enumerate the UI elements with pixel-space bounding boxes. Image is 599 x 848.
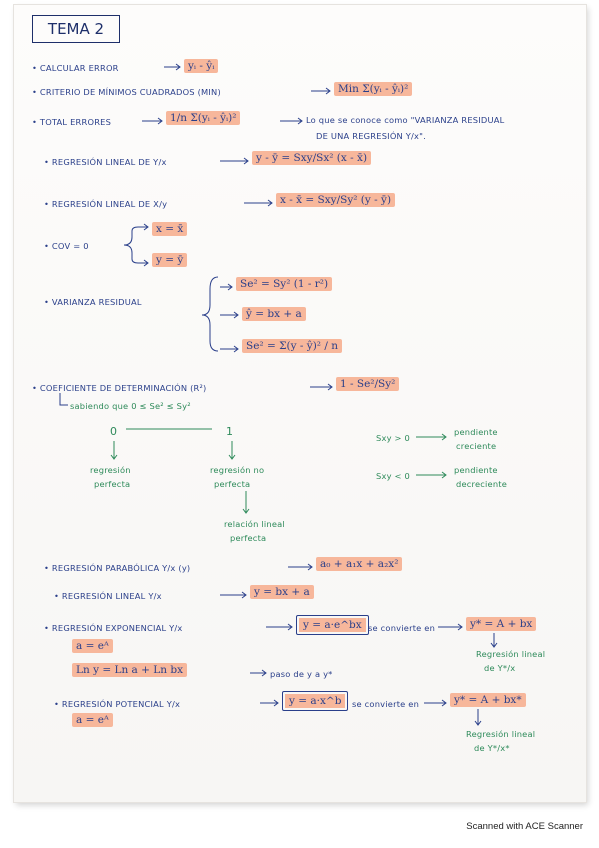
potencial-formula: y = a·x^b	[285, 694, 346, 708]
total-errores-note2: DE UNA REGRESIÓN Y/x".	[316, 131, 427, 141]
tree-one: 1	[226, 425, 234, 438]
exponencial-result: y* = A + bx	[466, 617, 537, 631]
potencial-note2: de Y*/x*	[474, 743, 510, 753]
coef-sub: sabiendo que 0 ≤ Se² ≤ Sy²	[70, 401, 191, 411]
varianza-formula-1: Se² = Sy² (1 - r²)	[236, 277, 333, 291]
ln-note: paso de y a y*	[270, 669, 333, 679]
exponencial-mid: se convierte en	[368, 623, 436, 633]
varianza-label: • VARIANZA RESIDUAL	[44, 297, 142, 307]
ln-formula: Ln y = Ln a + Ln bx	[72, 663, 187, 677]
tree-below2: perfecta	[230, 533, 267, 543]
hand-drawn-arrows	[59, 63, 498, 726]
pendiente-neg1: pendiente	[454, 465, 498, 475]
lineal-label: • REGRESIÓN LINEAL Y/x	[54, 591, 162, 601]
calcular-error-label: • CALCULAR ERROR	[32, 63, 119, 73]
potencial-note1: Regresión lineal	[466, 729, 536, 739]
potencial-formula-box: y = a·x^b	[282, 691, 349, 711]
potencial-a: a = eᴬ	[72, 713, 113, 727]
notebook-page: TEMA 2 • CALCULAR ERROR yᵢ - ŷᵢ • CRITER…	[14, 5, 586, 802]
total-errores-formula: 1/n Σ(yᵢ - ŷᵢ)²	[166, 111, 241, 125]
varianza-formula-3: Se² = Σ(y - ŷ)² / n	[242, 339, 342, 353]
tree-below1: relación lineal	[224, 519, 285, 529]
coef-label: • COEFICIENTE DE DETERMINACIÓN (R²)	[32, 383, 207, 393]
page-title: TEMA 2	[32, 15, 120, 43]
exponencial-note2: de Y*/x	[484, 663, 516, 673]
cov-formula-x: x = x̄	[152, 222, 188, 236]
potencial-mid: se convierte en	[352, 699, 420, 709]
exponencial-formula-box: y = a·e^bx	[296, 615, 369, 635]
criterio-label: • CRITERIO DE MÍNIMOS CUADRADOS (MIN)	[32, 87, 221, 97]
pendiente-pos2: creciente	[456, 441, 497, 451]
coef-formula: 1 - Se²/Sy²	[336, 377, 400, 391]
tree-left1: regresión	[90, 465, 131, 475]
regresion-yx-label: • REGRESIÓN LINEAL DE Y/x	[44, 157, 167, 167]
exponencial-label: • REGRESIÓN EXPONENCIAL Y/x	[44, 623, 183, 633]
exponencial-a: a = eᴬ	[72, 639, 113, 653]
scanner-watermark: Scanned with ACE Scanner	[466, 821, 583, 832]
varianza-formula-2: ŷ = bx + a	[242, 307, 306, 321]
tree-left2: perfecta	[94, 479, 131, 489]
tree-right1: regresión no	[210, 465, 265, 475]
exponencial-formula: y = a·e^bx	[299, 618, 366, 632]
pendiente-pos1: pendiente	[454, 427, 498, 437]
cov-formula-y: y = ȳ	[152, 253, 188, 267]
potencial-result: y* = A + bx*	[450, 693, 526, 707]
cov-label: • COV = 0	[44, 241, 89, 251]
parabolica-formula: a₀ + a₁x + a₂x²	[316, 557, 403, 571]
regresion-xy-formula: x - x̄ = Sxy/Sy² (y - ȳ)	[276, 193, 396, 207]
regresion-yx-formula: y - ȳ = Sxy/Sx² (x - x̄)	[252, 151, 372, 165]
pendiente-neg2: decreciente	[456, 479, 508, 489]
sxy-positive: Sxy > 0	[376, 433, 410, 443]
sxy-negative: Sxy < 0	[376, 471, 410, 481]
potencial-label: • REGRESIÓN POTENCIAL Y/x	[54, 699, 181, 709]
exponencial-note1: Regresión lineal	[476, 649, 546, 659]
regresion-xy-label: • REGRESIÓN LINEAL DE X/y	[44, 199, 168, 209]
parabolica-label: • REGRESIÓN PARABÓLICA Y/x (y)	[44, 563, 191, 573]
calcular-error-formula: yᵢ - ŷᵢ	[184, 59, 219, 73]
tree-right2: perfecta	[214, 479, 251, 489]
criterio-formula: Min Σ(yᵢ - ŷᵢ)²	[334, 82, 413, 96]
total-errores-label: • TOTAL ERRORES	[32, 117, 112, 127]
tree-zero: 0	[110, 425, 118, 438]
lineal-formula: y = bx + a	[250, 585, 314, 599]
total-errores-note1: Lo que se conoce como "VARIANZA RESIDUAL	[306, 115, 505, 125]
